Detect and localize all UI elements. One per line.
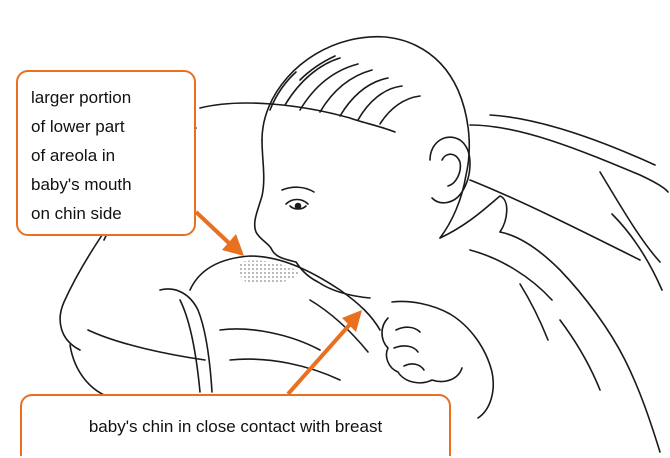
- baby-hand: [382, 318, 462, 383]
- callout-chin-text: baby's chin in close contact with breast: [89, 417, 382, 436]
- callout-areola-line-1: larger portion: [31, 83, 184, 112]
- callout-areola-line-3: of areola in: [31, 141, 184, 170]
- arrow-areola: [196, 212, 244, 256]
- callout-areola: larger portion of lower part of areola i…: [16, 70, 196, 236]
- callout-chin: baby's chin in close contact with breast: [20, 394, 451, 456]
- arrow-chin: [288, 310, 362, 394]
- callout-areola-line-4: baby's mouth: [31, 170, 184, 199]
- baby-ear: [430, 137, 470, 203]
- blanket-outline: [470, 125, 668, 192]
- callout-areola-line-2: of lower part: [31, 112, 184, 141]
- callout-areola-line-5: on chin side: [31, 199, 184, 228]
